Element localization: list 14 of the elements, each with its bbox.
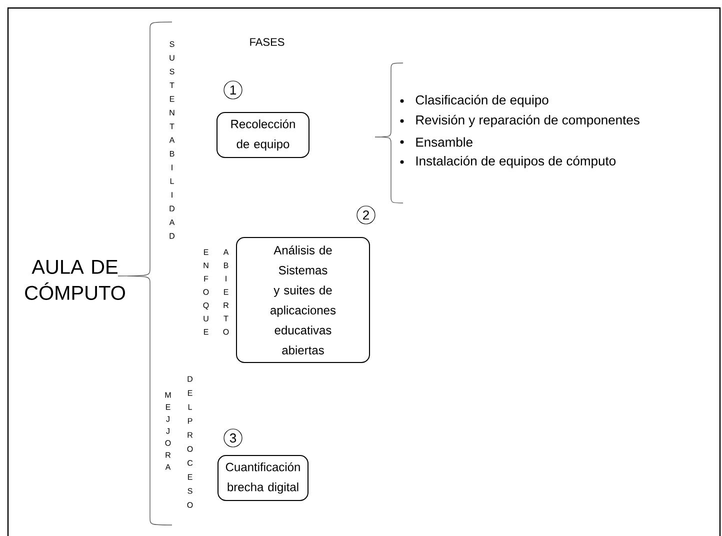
list-item: Instalación de equipos de cómputo (416, 156, 616, 168)
heading: FASES (250, 38, 284, 46)
phase-box: Recolección de equipo (216, 112, 310, 158)
phase-box: Análisis de Sistemas y suites de aplicaciones educativas abiertas (236, 237, 370, 363)
phase-box: Cuantificación brecha digital (218, 455, 308, 501)
vertical-text: MEJJORA (165, 392, 171, 470)
title-text: AULA DE CÓMPUTO (25, 260, 125, 300)
list-item: Clasificación de equipo (416, 94, 548, 108)
vertical-text: ENFOQUE (203, 249, 209, 335)
vertical-text: ABIERTO (223, 249, 229, 335)
vertical-text: SUSTENTABILIDAD (169, 41, 175, 239)
list-item: Ensamble (416, 137, 472, 147)
vertical-text: DEL PROCESO (187, 376, 193, 508)
list-item: Revisión y reparación de componentes (416, 114, 640, 128)
